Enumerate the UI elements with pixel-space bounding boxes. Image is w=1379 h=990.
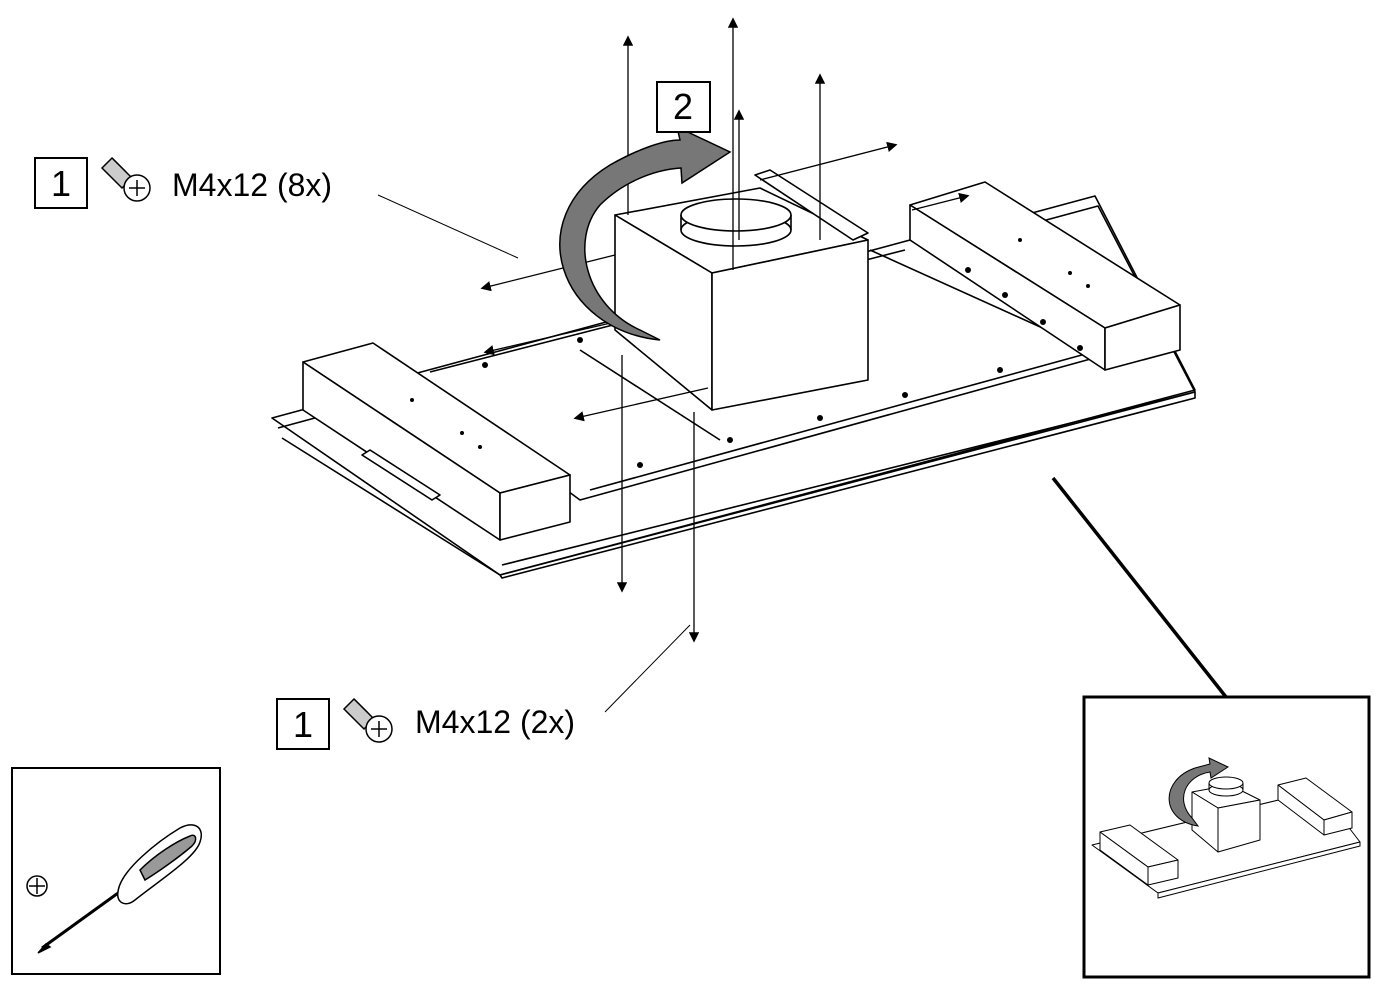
- screw-removal-arrows: [480, 17, 970, 643]
- tool-box: [11, 767, 221, 975]
- phillips-head-icon: [26, 875, 48, 897]
- callout-bottom-spec: M4x12 (2x): [415, 704, 575, 740]
- left-filter-box: [302, 342, 571, 541]
- leader-line-top: [377, 194, 519, 259]
- screw-icon: [342, 697, 393, 743]
- step-2-number: 2: [673, 86, 693, 127]
- callout-top-step: 1: [51, 163, 71, 204]
- screwdriver-icon: [37, 824, 202, 954]
- callout-screws-8x: 1 M4x12 (8x): [34, 156, 519, 259]
- right-filter-box: [909, 181, 1181, 371]
- callout-screws-2x: 1 M4x12 (2x): [276, 624, 691, 750]
- curved-arrow-icon: [1168, 757, 1230, 827]
- motor-box: [614, 169, 869, 411]
- leader-line-bottom: [604, 624, 691, 713]
- step-2-callout: 2: [656, 81, 711, 133]
- callout-top-spec: M4x12 (8x): [172, 167, 332, 203]
- overview-inset: [1082, 695, 1371, 979]
- screw-icon: [100, 156, 151, 202]
- inset-pointer: [1051, 476, 1228, 699]
- hood-unit: [271, 169, 1196, 579]
- callout-bottom-step: 1: [293, 704, 313, 745]
- frame-screws: [410, 238, 1090, 468]
